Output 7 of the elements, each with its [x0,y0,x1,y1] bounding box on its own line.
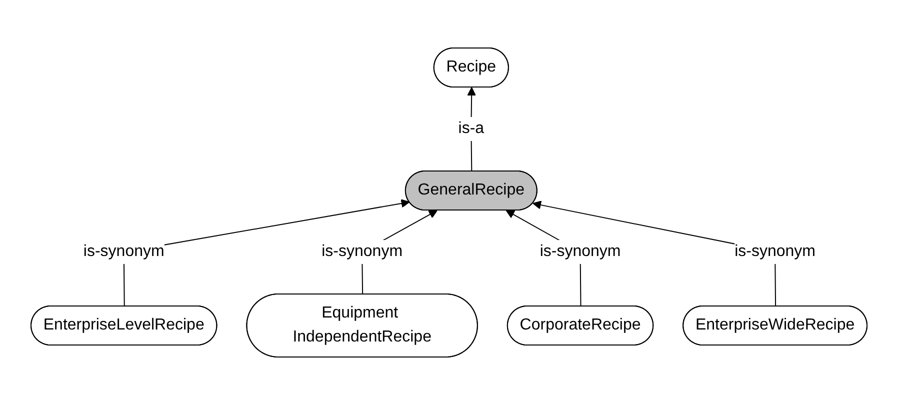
arrow [123,199,410,307]
edge-label: is-a [458,120,484,137]
edge-label: is-synonym [540,242,621,260]
edge-label: is-synonym [83,242,164,260]
edge-label: is-synonym [322,242,403,260]
arrow [532,200,776,307]
edge-label: is-synonym [734,242,816,260]
